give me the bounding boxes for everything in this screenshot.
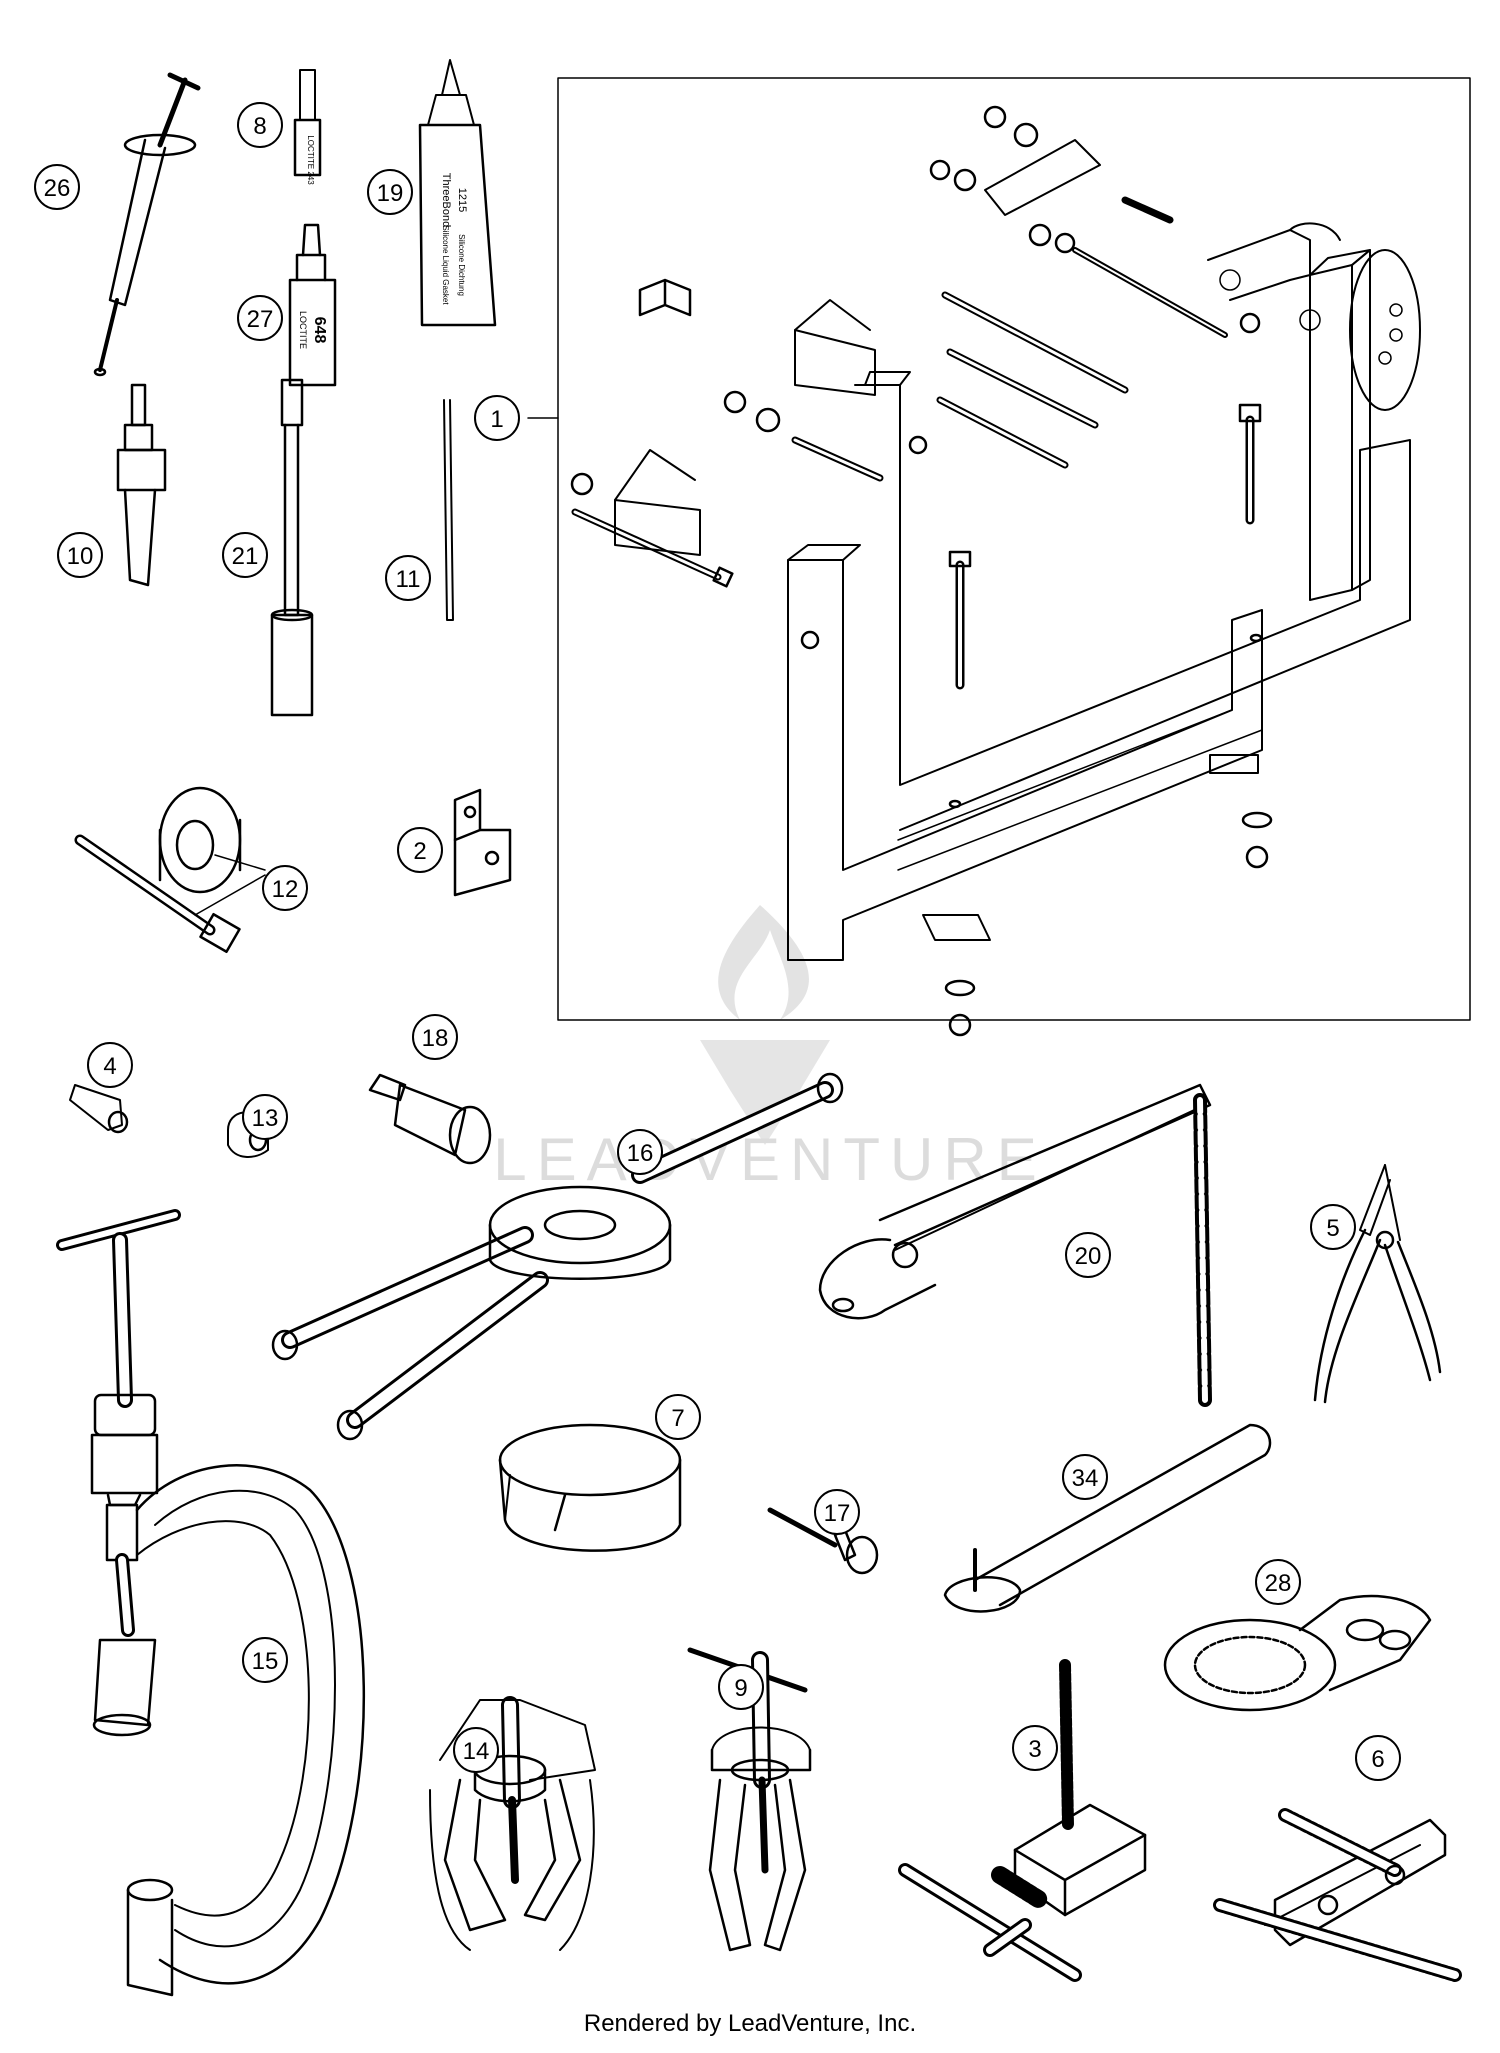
callout-label-8: 8: [253, 113, 266, 140]
svg-text:Silicone Liquid Gasket: Silicone Liquid Gasket: [441, 225, 450, 305]
callout-label-9: 9: [734, 1675, 747, 1702]
callout-label-19: 19: [377, 180, 404, 207]
callout-circle-13: [242, 1094, 288, 1140]
callout-label-7: 7: [671, 1405, 684, 1432]
puller-adapter-drawing: [116, 383, 167, 587]
callout-label-2: 2: [413, 838, 426, 865]
callout-label-4: 4: [103, 1053, 116, 1080]
bracket-2-drawing: [453, 788, 512, 897]
callout-label-15: 15: [252, 1648, 279, 1675]
callout-circle-9: [718, 1664, 764, 1710]
callout-label-17: 17: [824, 1500, 851, 1527]
pliers-5-drawing: [1313, 1164, 1442, 1404]
callout-circle-20: [1065, 1232, 1111, 1278]
callout-circle-34: [1062, 1454, 1108, 1500]
callout-circle-15: [242, 1637, 288, 1683]
tool-6-drawing: [1213, 1808, 1462, 1982]
callout-label-21: 21: [232, 543, 259, 570]
tool-3-drawing: [898, 1659, 1147, 1982]
socket-18-drawing: [368, 1073, 492, 1165]
callout-label-27: 27: [247, 306, 274, 333]
watermark-text: LEADVENTURE: [493, 1126, 1046, 1193]
footer-credit: Rendered by LeadVenture, Inc.: [583, 2010, 917, 2037]
loctite-648-drawing: LOCTITE 648: [288, 223, 337, 387]
loctite-243-drawing: LOCTITE 243: [293, 69, 322, 185]
callout-circle-21: [222, 532, 268, 578]
cone-4-drawing: [69, 1084, 129, 1134]
callout-label-34: 34: [1072, 1465, 1099, 1492]
drift-tool-drawing: [270, 378, 314, 717]
callout-label-14: 14: [463, 1738, 490, 1765]
callout-circle-11: [385, 555, 431, 601]
svg-text:ThreeBond: ThreeBond: [440, 173, 452, 227]
callout-label-12: 12: [272, 876, 299, 903]
callout-label-16: 16: [627, 1140, 654, 1167]
callouts: 1234567891011121314151617181920212627283…: [34, 102, 1401, 1781]
callout-circle-1: [474, 395, 520, 441]
svg-text:LOCTITE: LOCTITE: [298, 311, 308, 349]
callout-label-11: 11: [396, 566, 421, 593]
watermark: LEADVENTURE: [493, 905, 1046, 1193]
holder-plate-28-drawing: [1163, 1594, 1432, 1712]
callout-circle-12: [262, 865, 308, 911]
puller-14-drawing: [429, 1696, 596, 1951]
svg-text:1215: 1215: [456, 188, 468, 212]
callout-circle-16: [617, 1129, 663, 1175]
bolt-bearing-drawing: [74, 786, 266, 954]
callout-circle-3: [1012, 1725, 1058, 1771]
callout-label-28: 28: [1265, 1570, 1292, 1597]
callout-label-3: 3: [1028, 1736, 1041, 1763]
callout-circle-27: [237, 295, 283, 341]
callout-label-18: 18: [422, 1025, 449, 1052]
pin-tool-drawing: [443, 399, 454, 621]
svg-text:648: 648: [311, 317, 328, 344]
callout-circle-28: [1255, 1559, 1301, 1605]
callout-label-26: 26: [44, 175, 71, 202]
callout-circle-4: [87, 1042, 133, 1088]
callout-circle-6: [1355, 1735, 1401, 1781]
callout-circle-8: [237, 102, 283, 148]
callout-circle-14: [453, 1727, 499, 1773]
puller-16-drawing: [271, 1072, 844, 1441]
chain-wrench-20-drawing: [818, 1083, 1212, 1407]
ring-7-drawing: [498, 1423, 682, 1552]
callout-label-13: 13: [252, 1105, 279, 1132]
callout-label-10: 10: [67, 543, 94, 570]
engine-stand-group: [527, 77, 1471, 1037]
callout-circle-19: [367, 169, 413, 215]
callout-label-5: 5: [1326, 1215, 1339, 1242]
threebond-tube-drawing: ThreeBond 1215 Silicone Liquid Gasket Si…: [418, 59, 497, 327]
callout-circle-5: [1310, 1204, 1356, 1250]
callout-circle-10: [57, 532, 103, 578]
callout-label-1: 1: [490, 406, 503, 433]
callout-circle-7: [655, 1394, 701, 1440]
threaded-rods: [936, 247, 1228, 469]
callout-circle-26: [34, 164, 80, 210]
callout-circle-17: [814, 1489, 860, 1535]
grease-syringe-drawing: [93, 72, 201, 377]
svg-text:LOCTITE 243: LOCTITE 243: [306, 135, 315, 185]
press-15-drawing: [56, 1209, 365, 1997]
callout-circle-18: [412, 1014, 458, 1060]
callout-circle-2: [397, 827, 443, 873]
callout-label-6: 6: [1371, 1746, 1384, 1773]
svg-text:Silicone Dichtung: Silicone Dichtung: [457, 234, 466, 296]
spanner-34-drawing: [943, 1423, 1272, 1613]
callout-label-20: 20: [1075, 1243, 1102, 1270]
